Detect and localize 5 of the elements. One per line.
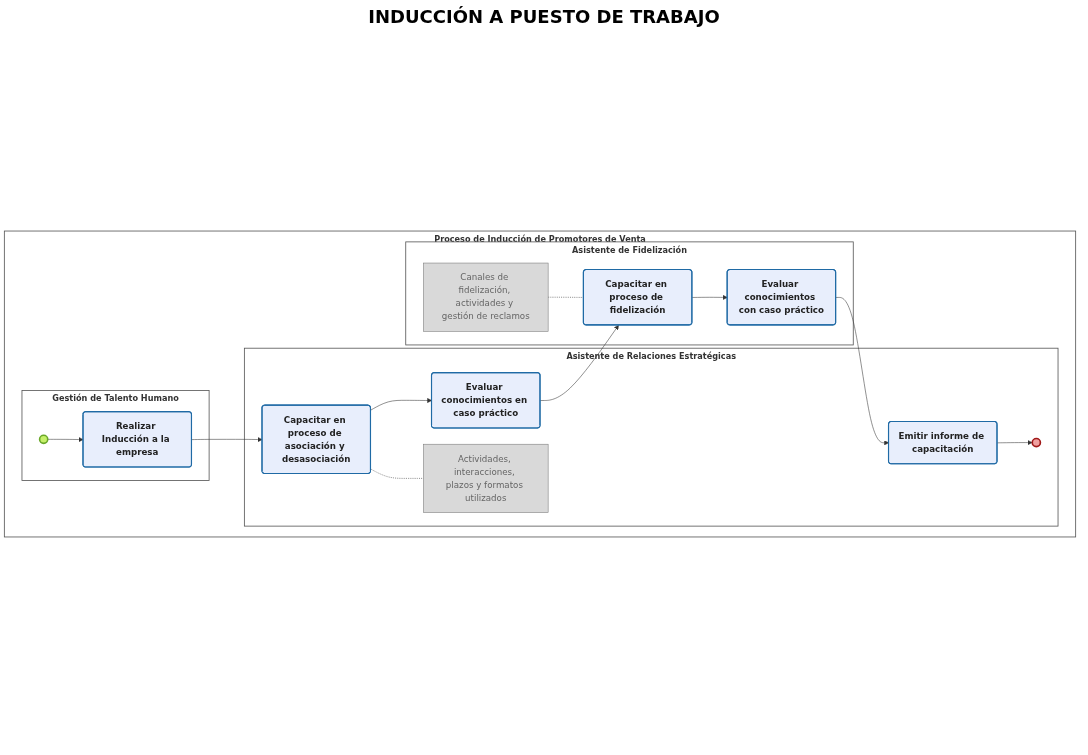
- node-circle: [1031, 437, 1042, 448]
- diagram-title: INDUCCIÓN A PUESTO DE TRABAJO: [367, 6, 721, 27]
- node-box: Actividades, interacciones, plazos y formatos utilizados: [423, 443, 549, 513]
- node-box: Canales de fidelización, actividades y gestión de reclamos: [423, 262, 549, 332]
- node-circle: [38, 434, 49, 445]
